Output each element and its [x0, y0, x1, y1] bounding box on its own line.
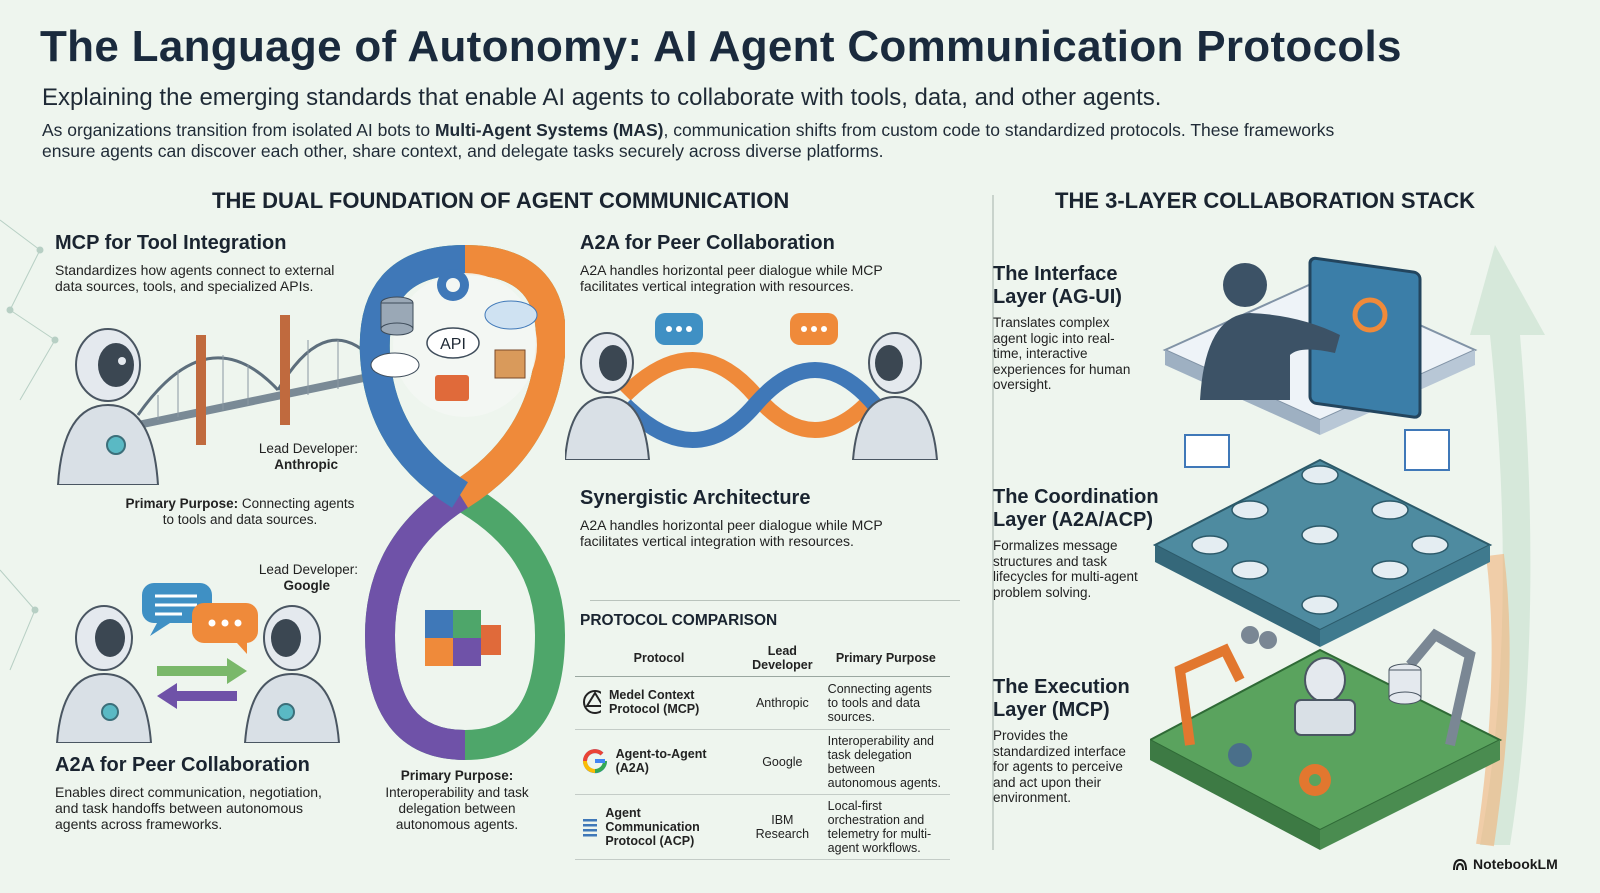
page-subtitle: Explaining the emerging standards that e…	[42, 84, 1162, 111]
a2a-lead-value: Google	[283, 578, 331, 593]
notebooklm-icon	[1453, 858, 1467, 871]
page-title: The Language of Autonomy: AI Agent Commu…	[40, 22, 1402, 71]
robot-bridge-illustration	[56, 315, 378, 485]
purpose-cell: Interoperability and task delegation bet…	[821, 729, 950, 795]
purpose-cell: Local-first orchestration and telemetry …	[821, 794, 950, 860]
document-icon	[1404, 429, 1450, 471]
execution-layer-platform	[1150, 626, 1503, 850]
developer-cell: Google	[743, 729, 822, 795]
comparison-heading: PROTOCOL COMPARISON	[580, 612, 778, 629]
api-badge: API	[426, 327, 480, 359]
table-row: Agent-to-Agent (A2A) Google Interoperabi…	[575, 729, 950, 795]
google-logo-icon	[583, 748, 608, 773]
chat-bubble-icon	[655, 313, 703, 345]
chat-bubble-icon	[790, 313, 838, 345]
synergy-title: Synergistic Architecture	[580, 487, 811, 509]
a2a-left-desc: Enables direct communication, negotiatio…	[55, 784, 322, 832]
stack-heading: THE 3-LAYER COLLABORATION STACK	[1055, 188, 1476, 213]
ibm-logo-icon	[583, 819, 598, 837]
mcp-purpose: Primary Purpose: Connecting agents to to…	[125, 496, 355, 527]
a2a-left-title: A2A for Peer Collaboration	[55, 754, 310, 776]
vertical-divider	[992, 195, 994, 850]
intro-paragraph: As organizations transition from isolate…	[42, 120, 1335, 161]
briefcase-icon	[435, 375, 469, 401]
protocol-cell: Agent Communication Protocol (ACP)	[575, 794, 744, 860]
cloud-icon	[370, 352, 420, 378]
robot-icon	[243, 605, 341, 743]
a2a-right-desc: A2A handles horizontal peer dialogue whi…	[580, 262, 883, 294]
robot-icon	[56, 328, 160, 485]
col-header-purpose: Primary Purpose	[821, 640, 950, 677]
coordination-layer-platform	[1152, 429, 1493, 647]
execution-layer-title: The Execution Layer (MCP)	[993, 676, 1130, 721]
bridge-icon	[136, 315, 378, 445]
document-icon	[1184, 434, 1230, 468]
robot-icon	[1294, 657, 1356, 736]
box-icon	[494, 349, 526, 379]
coordination-layer-title: The Coordination Layer (A2A/ACP)	[993, 486, 1159, 531]
protocol-cell: Agent-to-Agent (A2A)	[575, 729, 744, 795]
gear-icon	[437, 269, 469, 301]
center-purpose-label: Primary Purpose:	[400, 768, 514, 783]
arrow-left-icon	[157, 683, 237, 709]
robots-wave-illustration	[565, 313, 939, 460]
a2a-lead-label: Lead Developer:	[258, 562, 358, 577]
a2a-right-title: A2A for Peer Collaboration	[580, 232, 835, 254]
developer-cell: IBM Research	[743, 794, 822, 860]
peer-robots-illustration	[55, 583, 341, 743]
mcp-lead-label: Lead Developer:	[258, 441, 358, 456]
table-row: Medel Context Protocol (MCP) Anthropic C…	[575, 676, 950, 730]
divider	[590, 600, 960, 601]
openai-logo-icon	[583, 689, 602, 714]
purpose-cell: Connecting agents to tools and data sour…	[821, 676, 950, 730]
layer-stack-illustration	[1150, 245, 1545, 850]
person-icon	[1200, 263, 1340, 400]
api-label: API	[440, 336, 466, 353]
cloud-icon	[484, 300, 538, 330]
interface-layer-platform	[1162, 256, 1478, 435]
mcp-desc: Standardizes how agents connect to exter…	[55, 262, 335, 294]
intro-bold: Multi-Agent Systems (MAS)	[434, 120, 664, 140]
center-purpose-value: Interoperability and task delegation bet…	[385, 785, 529, 832]
database-icon	[1388, 663, 1422, 705]
up-arrow-icon	[1470, 245, 1545, 847]
gear-icon	[1241, 626, 1277, 649]
mcp-lead-value: Anthropic	[274, 457, 338, 472]
gear-icon	[1228, 743, 1252, 767]
interface-layer-title: The Interface Layer (AG-UI)	[993, 263, 1122, 308]
synergy-desc: A2A handles horizontal peer dialogue whi…	[580, 517, 883, 549]
col-header-protocol: Protocol	[575, 640, 744, 677]
execution-layer-desc: Provides the standardized interface for …	[993, 728, 1126, 805]
robot-arm-icon	[1406, 628, 1476, 747]
protocol-cell: Medel Context Protocol (MCP)	[575, 676, 744, 730]
network-decoration	[0, 219, 59, 671]
developer-cell: Anthropic	[743, 676, 822, 730]
robot-arm-icon	[1174, 643, 1245, 746]
comparison-table: Protocol Lead Developer Primary Purpose …	[575, 640, 950, 860]
robot-icon	[565, 332, 651, 460]
chat-bubble-icon	[192, 603, 258, 654]
notebooklm-logo: NotebookLM	[1452, 856, 1558, 872]
mcp-title: MCP for Tool Integration	[55, 232, 287, 254]
table-row: Agent Communication Protocol (ACP) IBM R…	[575, 794, 950, 860]
infinity-loop-illustration: API	[359, 245, 565, 761]
robot-icon	[55, 605, 153, 743]
col-header-developer: Lead Developer	[743, 640, 822, 677]
gear-icon	[1299, 764, 1331, 796]
robot-icon	[851, 332, 939, 460]
coordination-layer-desc: Formalizes message structures and task l…	[993, 538, 1138, 600]
arrow-right-icon	[157, 658, 247, 684]
dual-foundation-heading: THE DUAL FOUNDATION OF AGENT COMMUNICATI…	[212, 188, 790, 213]
cubes-icon	[425, 610, 501, 666]
database-icon	[380, 296, 414, 336]
interface-layer-desc: Translates complex agent logic into real…	[993, 315, 1131, 392]
